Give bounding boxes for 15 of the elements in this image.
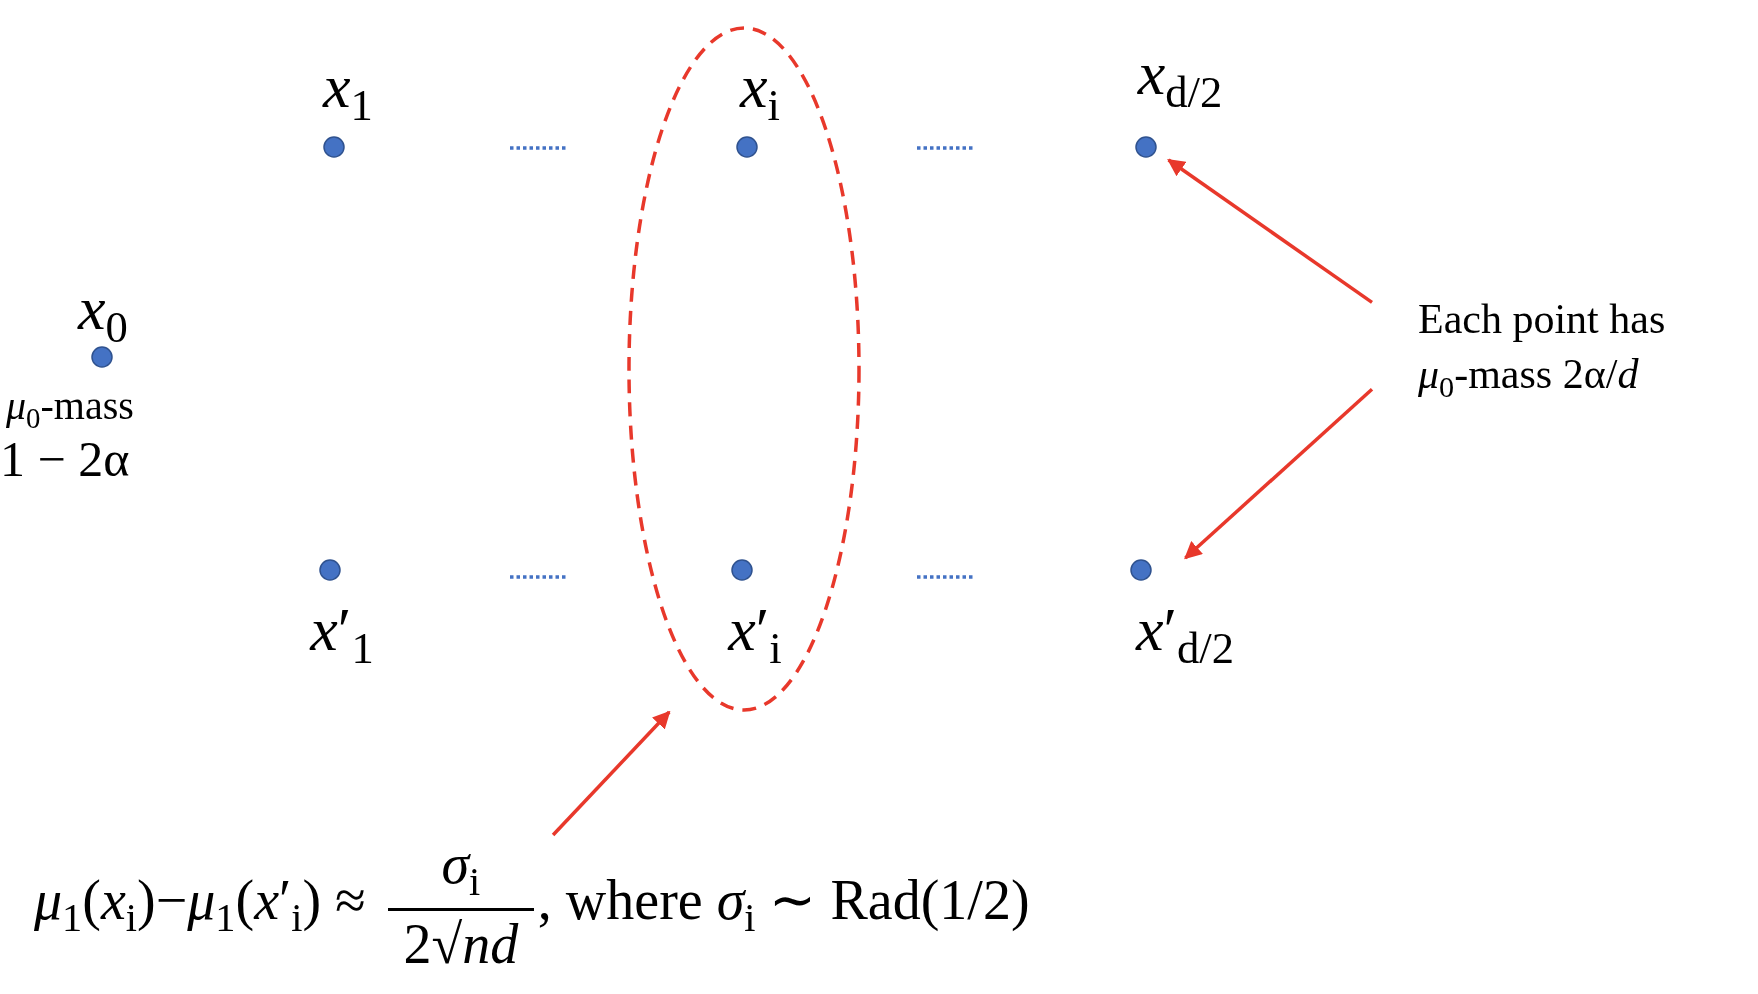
point-label: x$_{d/2}$ — [1137, 42, 1223, 116]
annotation-text: Each point has μ$_{0}$-mass 2α/d — [1418, 295, 1667, 406]
point-label: x′$_{i}$ — [728, 598, 782, 672]
arrow — [1167, 158, 1373, 304]
point-label: x$_{i}$ — [740, 55, 780, 129]
formula-text: μ$_{1}$(x$_{i}$)−μ$_{1}$(x′$_{i}$) ≈ — [34, 867, 366, 941]
formula-text: , where σ$_{i}$ ∼ Rad(1/2) — [537, 868, 1030, 942]
arrow — [1184, 388, 1374, 560]
point-label: x′$_{1}$ — [310, 598, 374, 672]
numerator: σ$_{i}$ — [441, 835, 481, 904]
point-label: x$_{0}$ — [78, 277, 128, 351]
point-label: x′$_{d/2}$ — [1135, 598, 1235, 672]
point-label: x$_{1}$ — [323, 55, 373, 129]
denominator: 2√nd — [403, 914, 519, 974]
arrow — [551, 710, 671, 837]
